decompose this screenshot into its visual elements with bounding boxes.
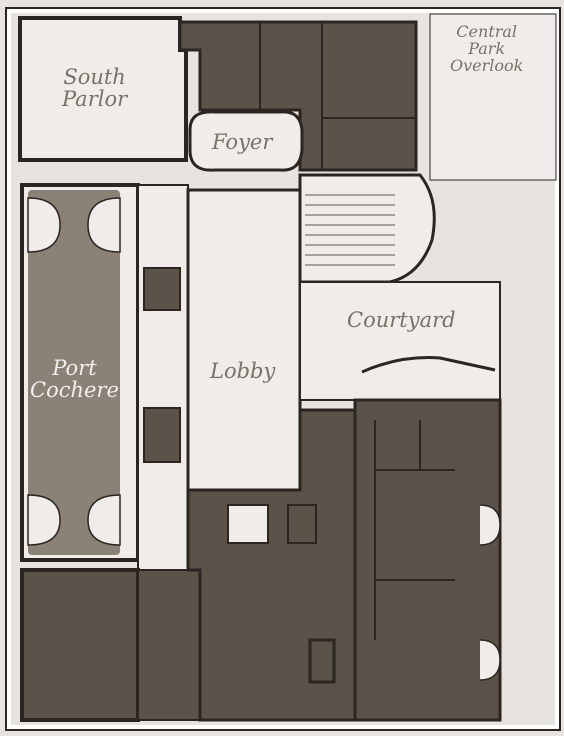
block-service-north (178, 20, 418, 172)
room-courtyard (299, 281, 501, 401)
block-southwest (20, 568, 140, 722)
room-port-cochere (28, 190, 120, 555)
room-lobby (186, 188, 302, 492)
label-courtyard: Courtyard (347, 308, 456, 332)
corridor-west (137, 184, 189, 576)
label-foyer: Foyer (212, 130, 273, 154)
block-south-service-a (137, 569, 201, 721)
label-south-parlor: South Parlor (62, 65, 128, 112)
block-east (353, 398, 502, 722)
label-lobby: Lobby (210, 359, 276, 383)
label-central-park-overlook: Central Park Overlook (450, 22, 524, 75)
room-stair-hall (298, 173, 436, 284)
label-port-cochere: Port Cochere (30, 356, 119, 403)
room-foyer (188, 110, 304, 172)
terrace-central-park-overlook (429, 13, 557, 181)
